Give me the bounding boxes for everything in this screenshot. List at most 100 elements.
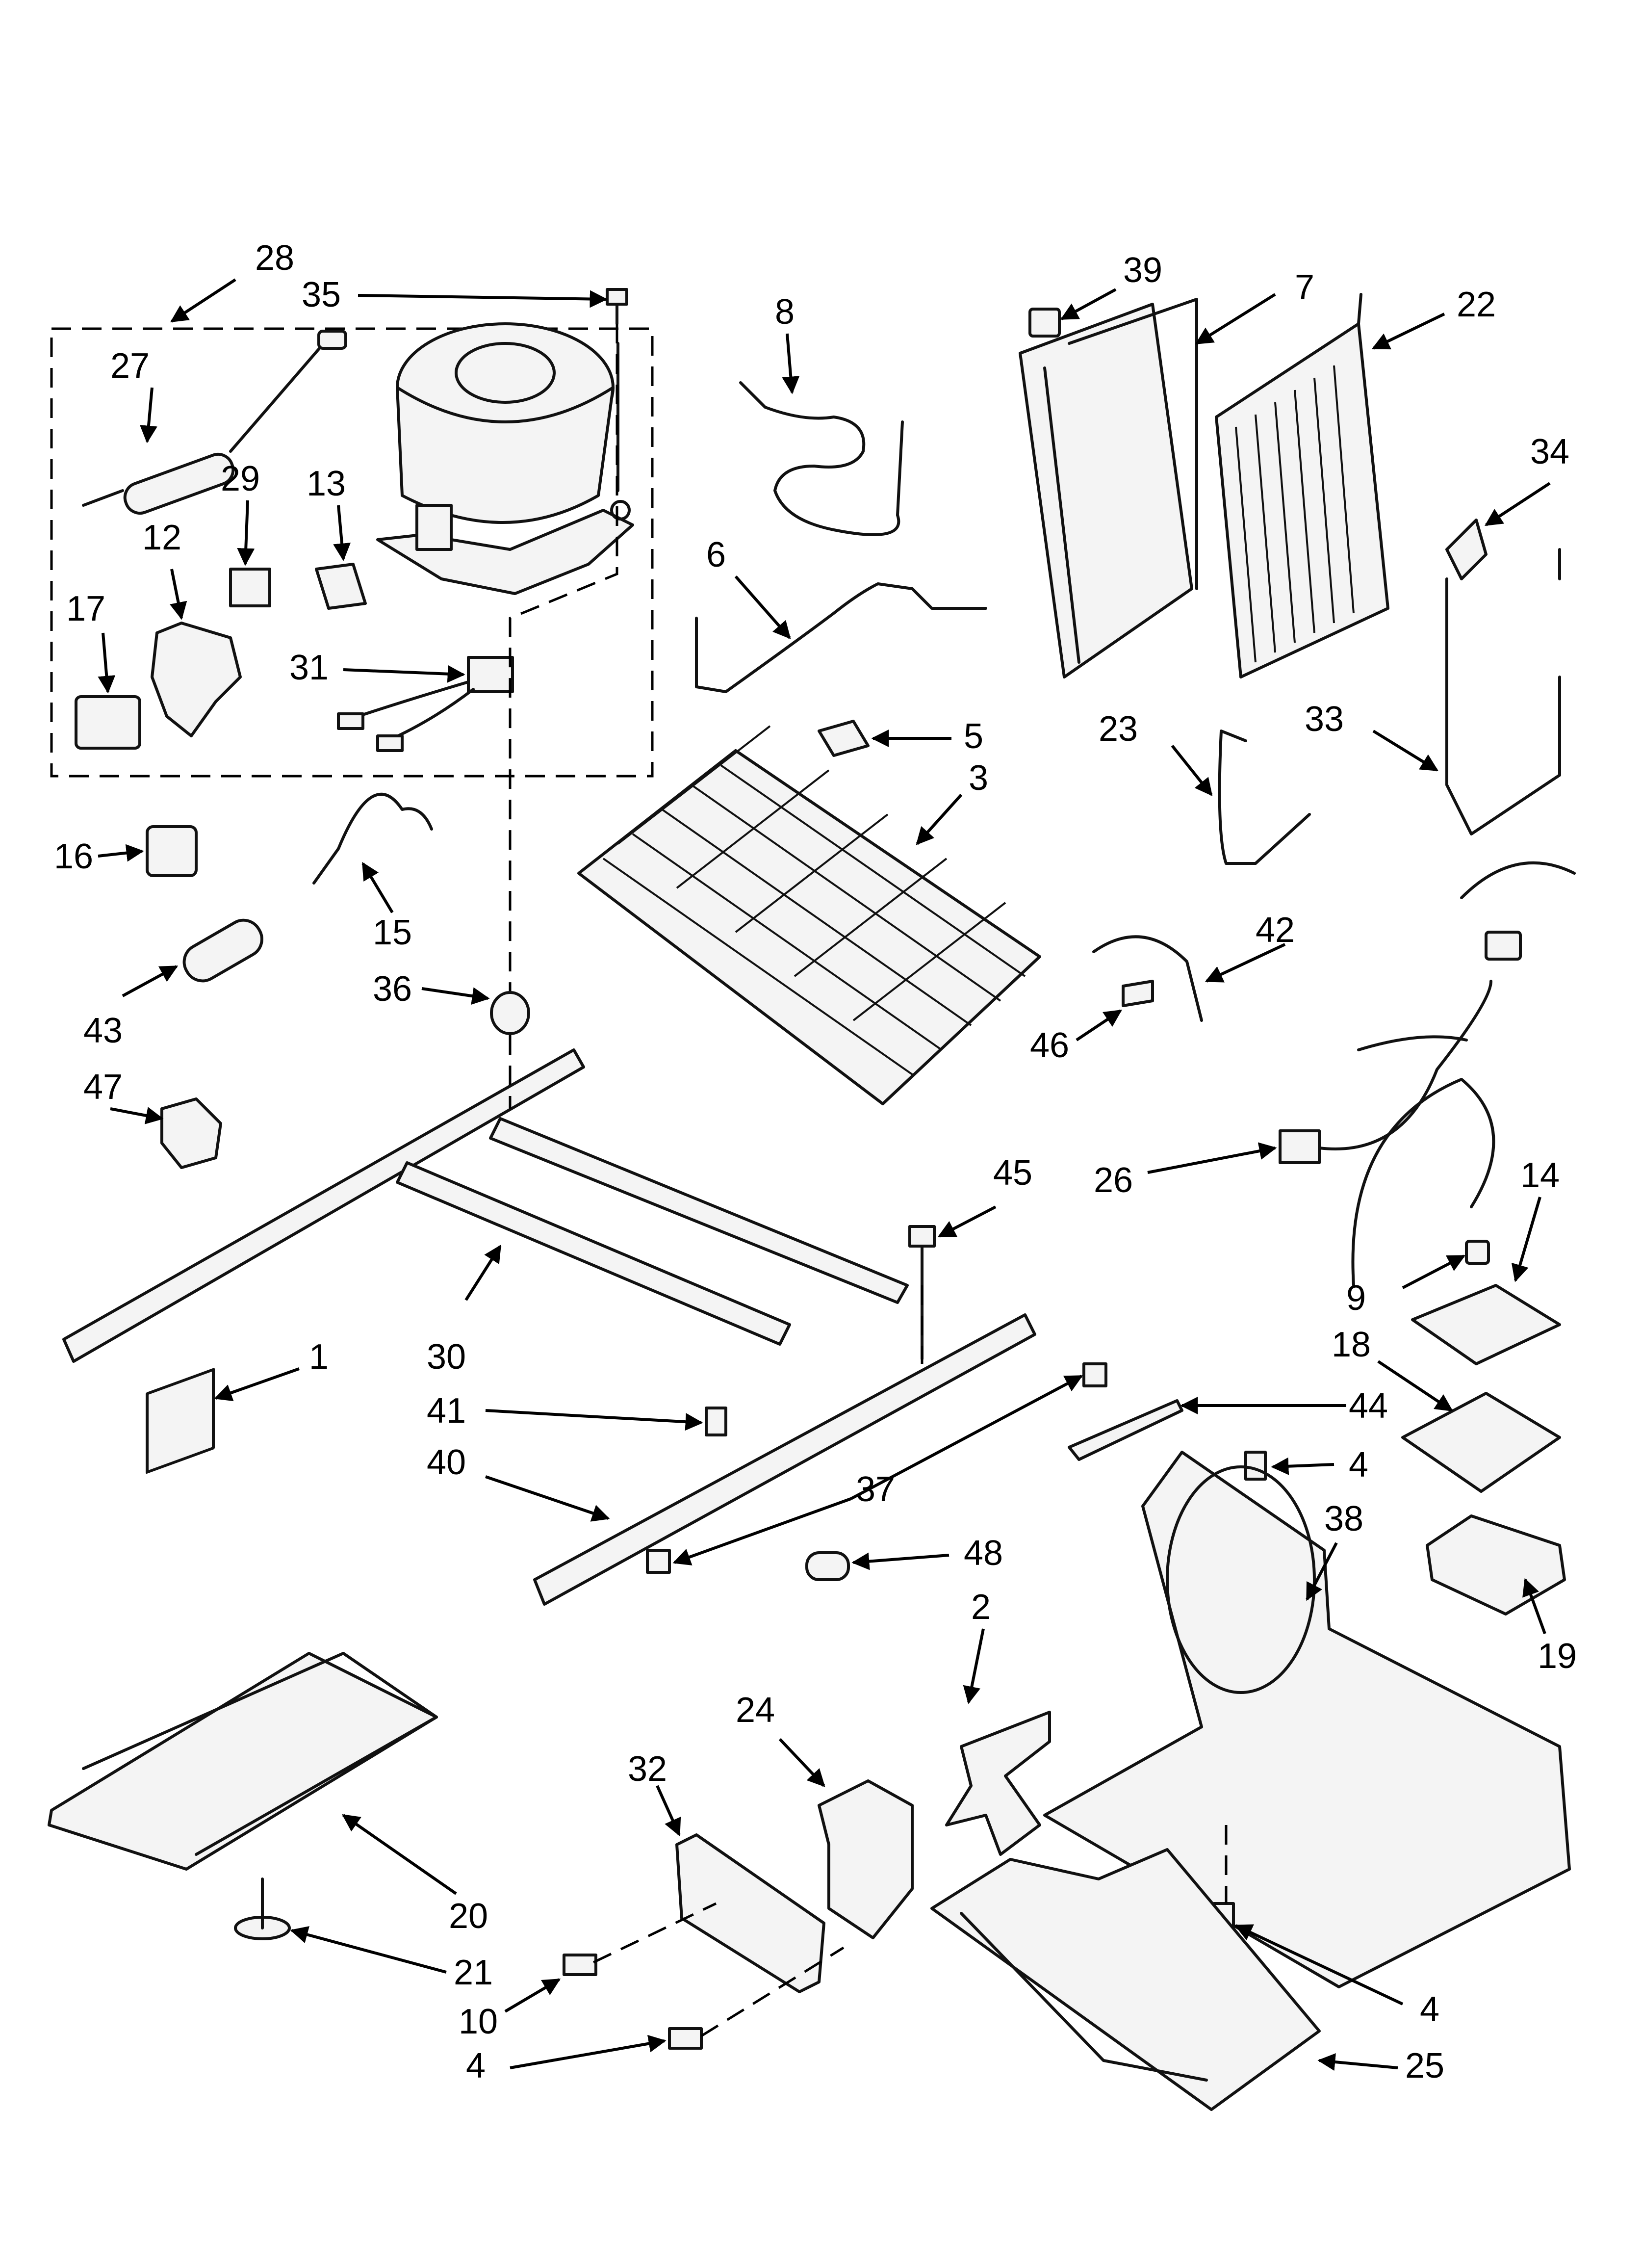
part-compressor — [376, 322, 634, 595]
leader-46 — [1076, 1009, 1122, 1042]
part-37-screw-b — [1082, 1362, 1107, 1387]
part-17 — [75, 695, 141, 750]
part-2-fan — [945, 1711, 1051, 1856]
compressor-kit-boundary — [50, 327, 654, 778]
leader-10 — [504, 1978, 561, 2013]
callout-15: 15 — [373, 913, 412, 952]
leader-45 — [937, 1205, 997, 1238]
part-34-clip — [1445, 519, 1488, 580]
leader-31 — [343, 665, 465, 683]
callout-28: 28 — [255, 238, 294, 278]
part-42-wire — [1092, 935, 1203, 1022]
callout-32: 32 — [628, 1749, 667, 1789]
callout-10: 10 — [459, 2002, 498, 2041]
callout-40: 40 — [427, 1443, 466, 1482]
leader-28 — [170, 278, 236, 323]
part-27-drier — [82, 330, 347, 515]
part-25-drain-pan — [930, 1848, 1321, 2111]
callout-21: 21 — [454, 1953, 493, 1992]
leader-37 — [672, 1497, 852, 1565]
callout-9: 9 — [1346, 1278, 1366, 1318]
callout-43: 43 — [83, 1011, 123, 1050]
leader-17 — [98, 632, 116, 694]
callout-36: 36 — [373, 969, 412, 1009]
callout-29: 29 — [221, 459, 260, 498]
callout-45: 45 — [993, 1153, 1032, 1193]
leader-43 — [122, 965, 179, 997]
part-9 — [1465, 1240, 1490, 1265]
callout-31: 31 — [289, 648, 329, 687]
callout-4c: 4 — [466, 2046, 486, 2086]
callout-12: 12 — [142, 518, 181, 557]
leader-7 — [1195, 293, 1276, 345]
callout-44: 44 — [1349, 1386, 1388, 1426]
callout-39: 39 — [1123, 251, 1162, 290]
callout-27: 27 — [110, 346, 150, 386]
leader-24 — [778, 1738, 825, 1787]
part-18-board — [1401, 1392, 1561, 1493]
callout-23: 23 — [1099, 709, 1138, 749]
part-31-harness — [337, 656, 514, 752]
part-44-strap — [1068, 1399, 1183, 1461]
part-30-rails — [62, 1048, 909, 1363]
leader-19 — [1522, 1578, 1546, 1635]
callout-34: 34 — [1530, 432, 1569, 471]
part-5-clip — [818, 720, 870, 757]
callout-13: 13 — [307, 464, 346, 503]
leader-9 — [1402, 1254, 1466, 1289]
callout-16: 16 — [54, 837, 93, 876]
leader-38 — [1306, 1542, 1338, 1601]
part-43-grommet — [182, 918, 263, 983]
leader-48 — [851, 1552, 949, 1570]
leader-14 — [1511, 1197, 1541, 1282]
leader-41 — [485, 1409, 703, 1431]
leader-13 — [333, 505, 351, 561]
part-4-screw-a — [1244, 1451, 1267, 1481]
leader-37b — [850, 1375, 1083, 1500]
callout-4a: 4 — [1349, 1445, 1368, 1485]
callout-38: 38 — [1324, 1499, 1363, 1538]
part-4-screw-c — [668, 2027, 703, 2050]
part-1-pad — [146, 1368, 215, 1474]
callout-25: 25 — [1405, 2046, 1444, 2086]
assembly-line-compressor — [509, 324, 618, 991]
leader-4c — [510, 2034, 667, 2069]
part-16 — [146, 825, 198, 877]
part-41-screw — [705, 1407, 727, 1436]
leader-22 — [1371, 313, 1445, 350]
callout-35: 35 — [302, 275, 341, 314]
callout-20: 20 — [449, 1897, 488, 1936]
part-20-plate — [48, 1652, 438, 1871]
callout-4b: 4 — [1420, 1990, 1439, 2029]
callout-47: 47 — [83, 1068, 123, 1107]
callout-19: 19 — [1538, 1637, 1577, 1676]
leader-21 — [290, 1926, 447, 1974]
leader-4a — [1271, 1457, 1334, 1475]
part-22-condenser — [1215, 293, 1389, 678]
leader-1 — [214, 1367, 300, 1402]
leader-47 — [110, 1107, 164, 1124]
part-12-relay — [151, 622, 242, 737]
part-20-plate-edge — [82, 1652, 438, 1856]
callout-5: 5 — [964, 717, 983, 756]
part-6-tube — [695, 582, 987, 693]
callout-2: 2 — [971, 1588, 991, 1627]
part-26-harness — [1279, 861, 1576, 1287]
part-13 — [315, 563, 367, 610]
callout-14: 14 — [1520, 1156, 1560, 1195]
leader-39 — [1060, 288, 1117, 320]
leader-12 — [169, 569, 187, 620]
leader-40 — [485, 1475, 610, 1522]
part-29 — [229, 568, 271, 607]
callout-1: 1 — [309, 1337, 329, 1377]
part-19-housing — [1426, 1514, 1566, 1616]
part-40-bracket — [533, 1313, 1036, 1606]
leader-4b — [1234, 1924, 1404, 2006]
callout-18: 18 — [1332, 1325, 1371, 1364]
part-15-wire — [312, 793, 433, 885]
part-38-shroud — [1043, 1451, 1571, 1988]
leader-25 — [1317, 2053, 1398, 2071]
leader-33 — [1372, 730, 1439, 772]
leader-32 — [656, 1785, 681, 1837]
leader-30 — [464, 1244, 502, 1301]
